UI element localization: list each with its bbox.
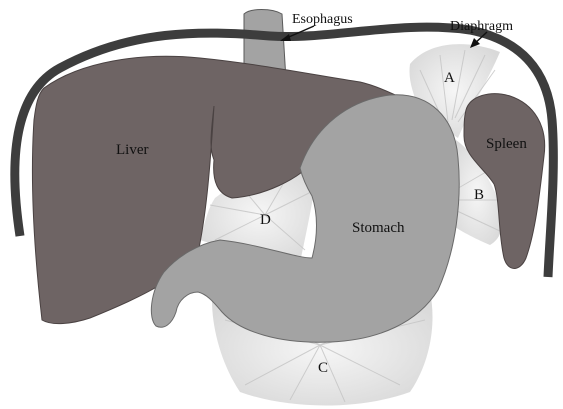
ligament-b-label: B [474, 187, 484, 203]
ligament-d-label: D [260, 212, 271, 228]
ligament-a-label: A [444, 70, 455, 86]
esophagus-label: Esophagus [292, 12, 353, 27]
ligament-c-label: C [318, 360, 328, 376]
liver-label: Liver [116, 142, 148, 158]
diaphragm-label: Diaphragm [450, 19, 513, 34]
stomach-label: Stomach [352, 220, 405, 236]
spleen-label: Spleen [486, 136, 527, 152]
